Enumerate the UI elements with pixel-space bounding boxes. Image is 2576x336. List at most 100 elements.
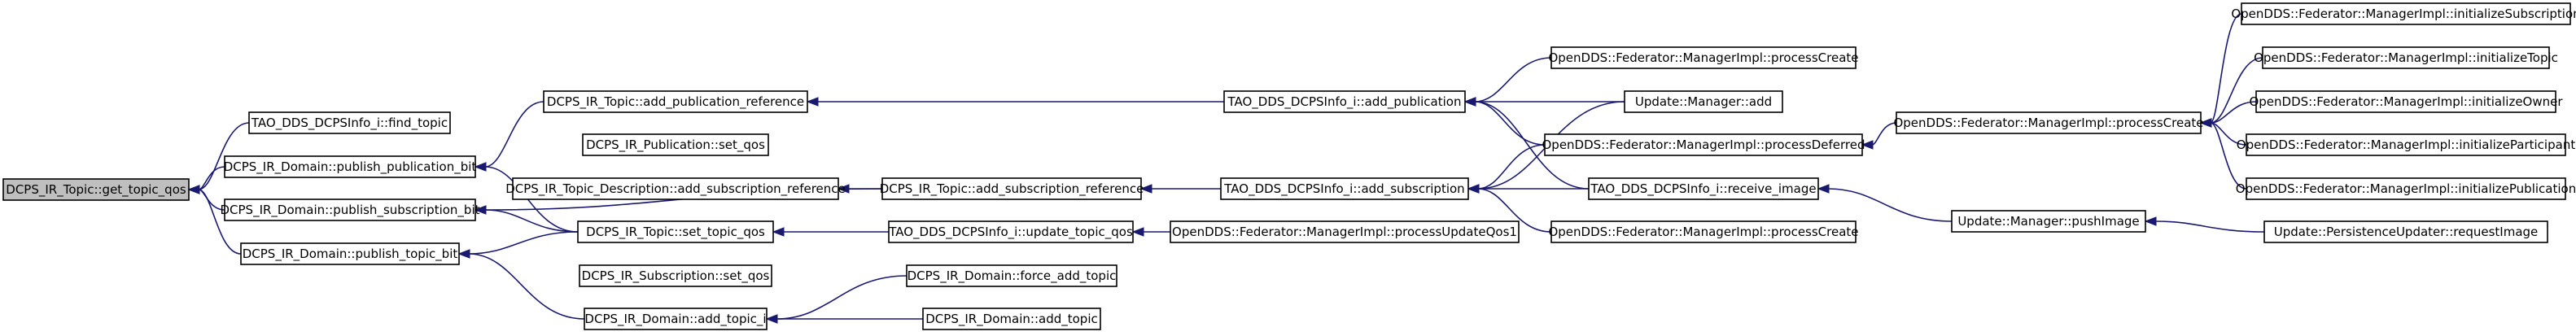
node-label: TAO_DDS_DCPSInfo_i::receive_image	[1590, 181, 1816, 197]
call-edge	[1871, 122, 1897, 146]
node-box[interactable]	[577, 220, 774, 243]
node-label: DCPS_IR_Domain::publish_subscription_bit	[220, 203, 479, 218]
node-box[interactable]	[512, 177, 839, 200]
node-dcps-ir-domain-publish-publication-bit[interactable]: DCPS_IR_Domain::publish_publication_bit	[224, 155, 477, 178]
node-opendds-federator-managerimpl-processcreate[interactable]: OpenDDS::Federator::ManagerImpl::process…	[1893, 111, 2204, 134]
node-dcps-ir-topic-set-topic-qos[interactable]: DCPS_IR_Topic::set_topic_qos	[577, 220, 774, 243]
node-dcps-ir-topic-description-add-subscription-reference[interactable]: DCPS_IR_Topic_Description::add_subscript…	[505, 177, 846, 200]
node-dcps-ir-domain-add-topic[interactable]: DCPS_IR_Domain::add_topic	[922, 308, 1101, 330]
node-label: TAO_DDS_DCPSInfo_i::find_topic	[251, 116, 448, 131]
node-label: DCPS_IR_Subscription::set_qos	[582, 268, 770, 284]
node-box[interactable]	[2246, 133, 2566, 156]
node-box[interactable]	[248, 111, 451, 134]
node-label: OpenDDS::Federator::ManagerImpl::initial…	[2237, 137, 2576, 152]
arrowhead	[2199, 118, 2212, 128]
node-box[interactable]	[582, 133, 769, 156]
call-edge	[198, 122, 250, 190]
node-label: OpenDDS::Federator::ManagerImpl::process…	[1548, 225, 1858, 239]
arrowhead	[1139, 184, 1152, 194]
node-box[interactable]	[543, 90, 808, 113]
node-dcps-ir-domain-publish-subscription-bit[interactable]: DCPS_IR_Domain::publish_subscription_bit	[220, 199, 480, 221]
node-box[interactable]	[888, 220, 1134, 243]
node-box[interactable]	[1544, 133, 1863, 156]
node-opendds-federator-managerimpl-processcreate[interactable]: OpenDDS::Federator::ManagerImpl::process…	[1548, 46, 1859, 69]
node-opendds-federator-managerimpl-processcreate[interactable]: OpenDDS::Federator::ManagerImpl::process…	[1548, 220, 1859, 243]
node-dcps-ir-topic-get-topic-qos[interactable]: DCPS_IR_Topic::get_topic_qos	[2, 178, 190, 201]
node-opendds-federator-managerimpl-processdeferred[interactable]: OpenDDS::Federator::ManagerImpl::process…	[1542, 133, 1865, 156]
call-edge	[198, 166, 225, 190]
node-label: OpenDDS::Federator::ManagerImpl::process…	[1548, 50, 1858, 65]
call-nodes: DCPS_IR_Topic::get_topic_qosTAO_DDS_DCPS…	[2, 2, 2576, 330]
node-tao-dds-dcpsinfo-i-find-topic[interactable]: TAO_DDS_DCPSInfo_i::find_topic	[248, 111, 451, 134]
node-box[interactable]	[2, 178, 190, 201]
node-box[interactable]	[2246, 177, 2566, 200]
node-box[interactable]	[224, 199, 476, 221]
arrowhead	[765, 314, 778, 324]
node-opendds-federator-managerimpl-initializeparticipant[interactable]: OpenDDS::Federator::ManagerImpl::initial…	[2237, 133, 2576, 156]
node-dcps-ir-domain-add-topic-i[interactable]: DCPS_IR_Domain::add_topic_i	[584, 308, 768, 330]
node-dcps-ir-topic-add-subscription-reference[interactable]: DCPS_IR_Topic::add_subscription_referenc…	[880, 177, 1144, 200]
node-box[interactable]	[1220, 177, 1469, 200]
call-edge	[198, 189, 242, 255]
node-dcps-ir-topic-add-publication-reference[interactable]: DCPS_IR_Topic::add_publication_reference	[543, 90, 808, 113]
node-tao-dds-dcpsinfo-i-add-subscription[interactable]: TAO_DDS_DCPSInfo_i::add_subscription	[1220, 177, 1469, 200]
node-box[interactable]	[1550, 220, 1857, 243]
node-box[interactable]	[1550, 46, 1857, 69]
node-label: OpenDDS::Federator::ManagerImpl::process…	[1893, 116, 2203, 130]
arrowhead	[1131, 227, 1144, 237]
node-label: DCPS_IR_Domain::publish_topic_bit	[243, 247, 458, 262]
arrowhead	[457, 249, 470, 259]
node-label: DCPS_IR_Domain::add_topic_i	[584, 312, 766, 327]
node-tao-dds-dcpsinfo-i-add-publication[interactable]: TAO_DDS_DCPSInfo_i::add_publication	[1223, 90, 1466, 113]
node-dcps-ir-domain-force-add-topic[interactable]: DCPS_IR_Domain::force_add_topic	[906, 264, 1117, 287]
node-box[interactable]	[881, 177, 1142, 200]
node-opendds-federator-managerimpl-initializetopic[interactable]: OpenDDS::Federator::ManagerImpl::initial…	[2254, 46, 2558, 69]
node-label: OpenDDS::Federator::ManagerImpl::initial…	[2249, 94, 2563, 109]
node-opendds-federator-managerimpl-initializepublication[interactable]: OpenDDS::Federator::ManagerImpl::initial…	[2236, 177, 2576, 200]
node-box[interactable]	[922, 308, 1101, 330]
node-box[interactable]	[906, 264, 1117, 287]
call-edge	[2154, 220, 2265, 233]
node-label: OpenDDS::Federator::ManagerImpl::initial…	[2236, 181, 2576, 196]
node-box[interactable]	[1588, 177, 1819, 200]
node-tao-dds-dcpsinfo-i-update-topic-qos[interactable]: TAO_DDS_DCPSInfo_i::update_topic_qos	[888, 220, 1134, 243]
arrowhead	[1467, 184, 1480, 194]
node-box[interactable]	[224, 155, 476, 178]
node-dcps-ir-publication-set-qos[interactable]: DCPS_IR_Publication::set_qos	[582, 133, 769, 156]
call-edge	[2210, 122, 2247, 146]
node-tao-dds-dcpsinfo-i-receive-image[interactable]: TAO_DDS_DCPSInfo_i::receive_image	[1588, 177, 1819, 200]
node-opendds-federator-managerimpl-processupdateqos1[interactable]: OpenDDS::Federator::ManagerImpl::process…	[1170, 220, 1520, 243]
node-box[interactable]	[579, 264, 772, 287]
node-label: TAO_DDS_DCPSInfo_i::add_publication	[1227, 94, 1462, 110]
node-dcps-ir-subscription-set-qos[interactable]: DCPS_IR_Subscription::set_qos	[579, 264, 772, 287]
arrowhead	[474, 205, 487, 215]
call-edge	[468, 253, 585, 320]
node-box[interactable]	[1624, 90, 1783, 113]
node-opendds-federator-managerimpl-initializesubscription[interactable]: OpenDDS::Federator::ManagerImpl::initial…	[2231, 2, 2576, 25]
node-dcps-ir-domain-publish-topic-bit[interactable]: DCPS_IR_Domain::publish_topic_bit	[240, 242, 460, 265]
node-box[interactable]	[2255, 90, 2556, 113]
arrowhead	[1463, 97, 1476, 107]
call-edge	[1474, 101, 1590, 190]
arrowhead	[837, 184, 850, 194]
node-update-manager-pushimage[interactable]: Update::Manager::pushImage	[1951, 210, 2146, 233]
node-update-persistenceupdater-requestimage[interactable]: Update::PersistenceUpdater::requestImage	[2263, 220, 2548, 243]
node-box[interactable]	[1170, 220, 1520, 243]
node-opendds-federator-managerimpl-initializeowner[interactable]: OpenDDS::Federator::ManagerImpl::initial…	[2249, 90, 2563, 113]
node-box[interactable]	[1223, 90, 1466, 113]
arrowhead	[1817, 184, 1830, 194]
node-box[interactable]	[2262, 46, 2550, 69]
call-edge	[468, 231, 579, 255]
node-label: Update::PersistenceUpdater::requestImage	[2274, 225, 2539, 239]
node-box[interactable]	[240, 242, 460, 265]
call-edge	[2210, 57, 2263, 124]
node-box[interactable]	[584, 308, 768, 330]
node-box[interactable]	[2263, 220, 2548, 243]
node-label: DCPS_IR_Topic::set_topic_qos	[586, 225, 765, 240]
node-update-manager-add[interactable]: Update::Manager::add	[1624, 90, 1783, 113]
node-box[interactable]	[1951, 210, 2146, 233]
node-label: DCPS_IR_Domain::publish_publication_bit	[224, 159, 477, 175]
node-box[interactable]	[2241, 2, 2571, 25]
node-box[interactable]	[1896, 111, 2202, 134]
